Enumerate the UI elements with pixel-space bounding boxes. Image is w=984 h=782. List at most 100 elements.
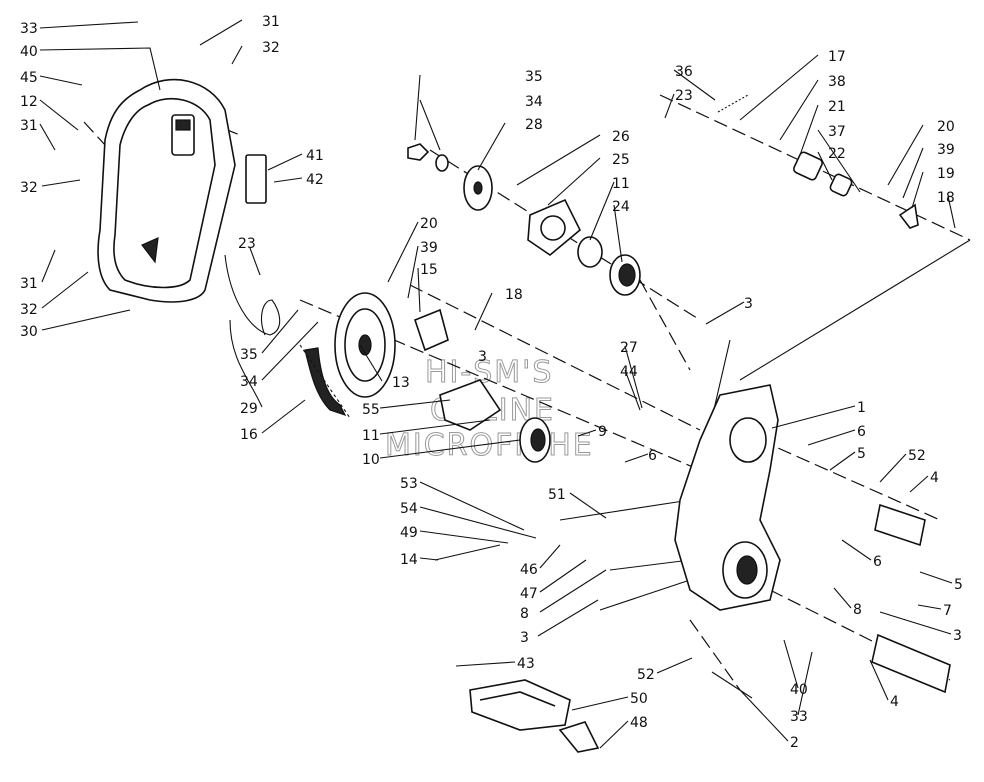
idler-spacer-21 [792,151,824,181]
callout-50: 50 [630,691,648,707]
callout-12: 12 [20,94,38,110]
shift-lever-plate [558,721,600,753]
callout-41: 41 [306,148,324,164]
watermark-line-3: MICROFICHE [385,428,594,463]
upper-washer-34 [435,154,449,172]
callout-3: 3 [478,349,487,365]
large-sprocket [334,292,396,398]
callout-46: 46 [520,562,538,578]
tensioner-bracket [414,308,449,352]
callout-35: 35 [240,347,258,363]
callout-16: 16 [240,427,258,443]
callout-10: 10 [362,452,380,468]
callout-28: 28 [525,117,543,133]
callout-42: 42 [306,172,324,188]
callout-48: 48 [630,715,648,731]
callout-54: 54 [400,501,418,517]
callout-29: 29 [240,401,258,417]
callout-3: 3 [953,628,962,644]
callout-33: 33 [20,21,38,37]
lower-bearing-plate [439,379,502,431]
callout-15: 15 [420,262,438,278]
callout-44: 44 [620,364,638,380]
callout-18: 18 [937,190,955,206]
callout-23: 23 [675,88,693,104]
callout-36: 36 [675,64,693,80]
callout-8: 8 [853,602,862,618]
idler-arm-19 [898,203,919,229]
callout-13: 13 [392,375,410,391]
upper-bearing [609,254,641,296]
callout-47: 47 [520,586,538,602]
lower-shaft [871,633,951,694]
callout-34: 34 [240,374,258,390]
upper-shaft [874,503,926,547]
callout-31: 31 [20,276,38,292]
callout-33: 33 [790,709,808,725]
callout-6: 6 [648,448,657,464]
callout-20: 20 [420,216,438,232]
main-gear-case [674,384,781,611]
bolt-14 [434,544,501,561]
callout-26: 26 [612,129,630,145]
callout-4: 4 [890,694,899,710]
callout-39: 39 [420,240,438,256]
callout-18: 18 [505,287,523,303]
bolt-2 [711,671,753,699]
leader-lines [39,19,956,749]
callout-20: 20 [937,119,955,135]
chaincase-cover [97,78,267,303]
callout-5: 5 [857,446,866,462]
callout-55: 55 [362,402,380,418]
callout-51: 51 [548,487,566,503]
callout-9: 9 [598,424,607,440]
callout-32: 32 [262,40,280,56]
upper-nut-35 [407,143,430,161]
callout-19: 19 [937,166,955,182]
idler-spring [717,94,749,113]
callout-43: 43 [517,656,535,672]
callout-1: 1 [857,400,866,416]
callout-52: 52 [637,667,655,683]
callout-52: 52 [908,448,926,464]
callout-53: 53 [400,476,418,492]
cover-bracket-plate [245,154,267,204]
callout-11: 11 [612,176,630,192]
callout-2: 2 [790,735,799,751]
callout-24: 24 [612,199,630,215]
shift-housing [469,679,571,731]
callout-32: 32 [20,302,38,318]
callout-31: 31 [262,14,280,30]
snap-ring-11-upper [577,236,603,268]
callout-45: 45 [20,70,38,86]
callout-11: 11 [362,428,380,444]
callout-30: 30 [20,324,38,340]
callout-6: 6 [873,554,882,570]
callout-3: 3 [744,296,753,312]
upper-sprocket [463,165,493,211]
drive-chain [299,344,351,419]
callout-32: 32 [20,180,38,196]
callout-38: 38 [828,74,846,90]
callout-5: 5 [954,577,963,593]
lower-bearing [519,417,551,463]
callout-23: 23 [238,236,256,252]
callout-34: 34 [525,94,543,110]
callout-40: 40 [20,44,38,60]
callout-39: 39 [937,142,955,158]
callout-27: 27 [620,340,638,356]
callout-14: 14 [400,552,418,568]
bearing-flange [527,198,581,257]
callout-3: 3 [520,630,529,646]
callout-7: 7 [943,603,952,619]
callout-21: 21 [828,99,846,115]
callout-49: 49 [400,525,418,541]
callout-labels: 33 40 45 12 31 32 31 32 30 31 32 41 42 2… [20,14,963,751]
callout-35: 35 [525,69,543,85]
idler-spacer-22 [829,173,853,197]
callout-22: 22 [828,146,846,162]
watermark-line-1: HI-SM'S [425,355,553,390]
callout-4: 4 [930,470,939,486]
tensioner-spring [224,254,281,336]
